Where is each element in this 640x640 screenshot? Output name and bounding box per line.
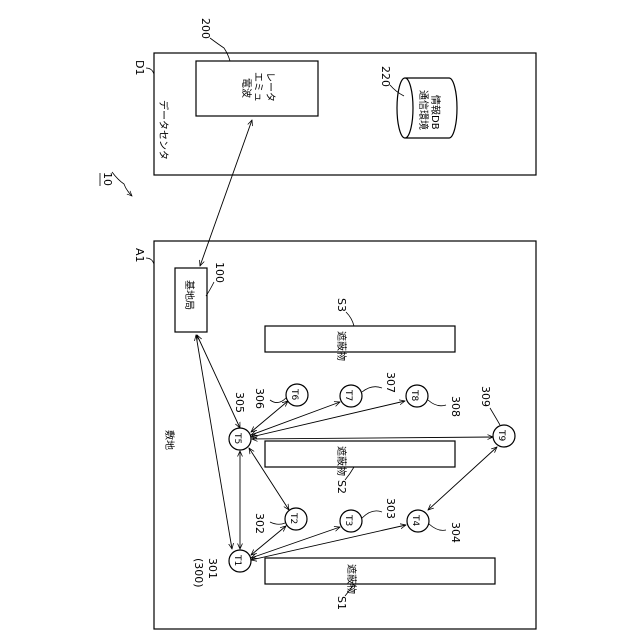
database-ref: 220: [379, 66, 392, 87]
site-leader: [146, 258, 154, 264]
terminal-t7-label: T7: [343, 389, 353, 401]
emulator-ref: 200: [199, 18, 212, 39]
emulator-label-line2: エミュ: [252, 72, 263, 102]
obstacle-s3-ref: S3: [335, 298, 348, 312]
base-station-ref: 100: [213, 262, 226, 283]
terminal-t8-label: T8: [409, 389, 419, 401]
obstacle-s2-box: [265, 441, 455, 467]
figure-ref-leader: [112, 172, 132, 196]
obstacle-s2-label: 遮蔽物: [335, 446, 348, 476]
data-center-leader: [146, 68, 154, 74]
emulator-label-line3: レータ: [264, 72, 276, 102]
database-label-line1: 通信環境: [417, 90, 430, 130]
obstacle-s1-ref: S1: [335, 596, 348, 610]
obstacle-s3-label: 遮蔽物: [335, 331, 348, 361]
terminal-t8-ref: 308: [449, 396, 462, 417]
data-center-label: データセンタ: [157, 100, 170, 160]
terminal-t6-label: T6: [289, 388, 299, 400]
terminal-group-ref: (300): [192, 558, 205, 588]
data-center-ref: D1: [133, 60, 146, 75]
terminal-t1-label: T1: [232, 554, 242, 566]
terminal-t3-label: T3: [343, 514, 353, 526]
terminal-t6-ref: 306: [253, 388, 266, 409]
terminal-t5-label: T5: [232, 432, 242, 444]
terminal-t1-ref: 301: [206, 558, 219, 579]
obstacle-s1-label: 遮蔽物: [345, 564, 358, 594]
terminal-t2-label: T2: [288, 512, 298, 524]
terminal-t9-ref: 309: [479, 386, 492, 407]
base-station-label: 基地局: [183, 280, 196, 310]
terminal-t9-label: T9: [496, 429, 506, 441]
obstacle-s3-box: [265, 326, 455, 352]
emulator-label-line1: 電波: [240, 78, 253, 98]
data-center: データセンタ D1 電波 エミュ レータ 200 通信環境 情報DB 220: [133, 18, 536, 175]
obstacle-s2-ref: S2: [335, 480, 348, 494]
terminal-t7-ref: 307: [384, 372, 397, 393]
figure-ref-text: 10: [101, 172, 114, 186]
terminal-t5-ref: 305: [233, 392, 246, 413]
terminal-t2-ref: 302: [253, 513, 266, 534]
site: A1 敷地 基地局 100 遮蔽物 S1 遮蔽物 S2 遮蔽物 S3: [133, 120, 536, 629]
terminal-t3-ref: 303: [384, 498, 397, 519]
terminal-t4-label: T4: [410, 514, 420, 526]
site-label: 敷地: [163, 430, 176, 450]
terminal-t4-ref: 304: [449, 522, 462, 543]
site-ref: A1: [133, 248, 146, 263]
database-label-line2: 情報DB: [429, 95, 442, 130]
obstacle-s1-box: [265, 558, 495, 584]
figure-ref: 10: [100, 172, 132, 196]
